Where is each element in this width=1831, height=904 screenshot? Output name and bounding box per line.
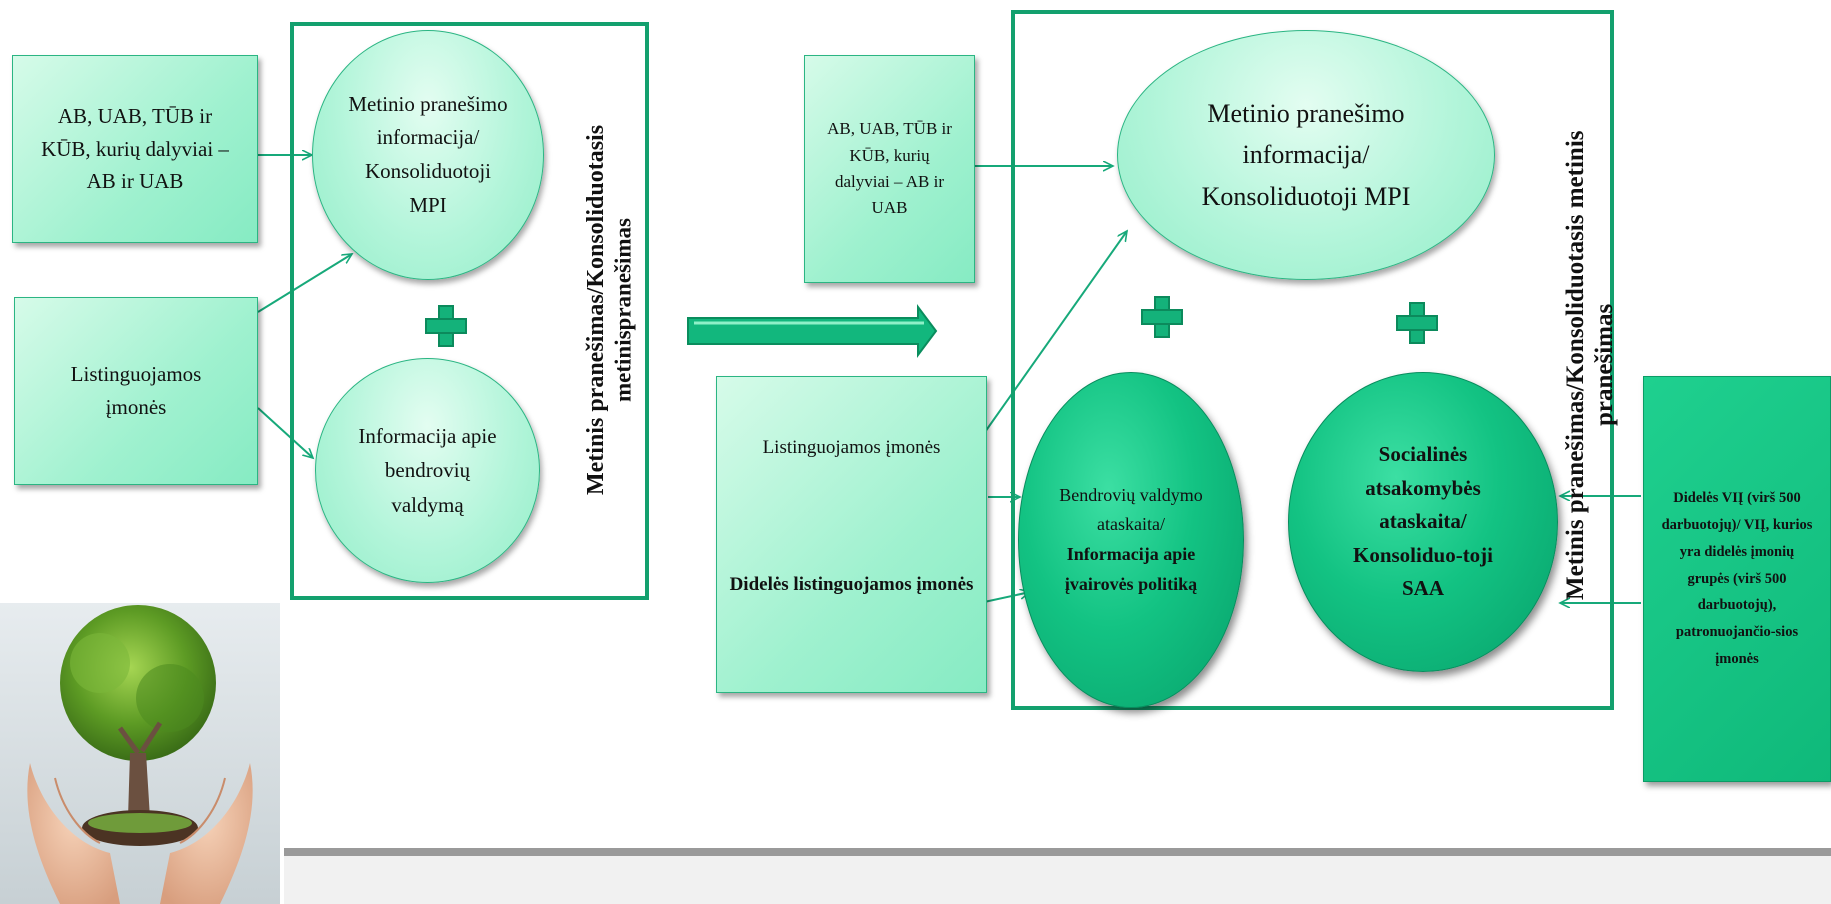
right-oval-mpi: Metinio pranešimo informacija/ Konsolidu… — [1117, 30, 1495, 280]
plus-icon — [425, 305, 467, 347]
plus-icon — [1141, 296, 1183, 338]
right-frame-label: Metinis pranešimas/Konsoliduotasis metin… — [1562, 130, 1618, 600]
right-listed-label: Listinguojamos įmonės — [762, 437, 941, 458]
right-box-large-pie: Didelės VIĮ (virš 500 darbuotojų)/ VIĮ, … — [1643, 376, 1831, 782]
right-box-ab-uab: AB, UAB, TŪB ir KŪB, kurių dalyviai – AB… — [804, 55, 975, 283]
left-oval-mpi: Metinio pranešimo informacija/ Konsolidu… — [312, 30, 544, 280]
tree-in-hands-image — [0, 603, 280, 904]
arrow-listed-to-mpi — [257, 254, 352, 313]
right-oval-csr: Socialinės atsakomybės ataskaita/ Konsol… — [1288, 372, 1558, 672]
footer-bar — [284, 848, 1831, 856]
right-oval-governance: Bendrovių valdymo ataskaita/ Informacija… — [1018, 372, 1244, 708]
left-frame-label: Metinis pranešimas/Konsoliduotasis metin… — [583, 124, 636, 496]
plus-icon — [1396, 302, 1438, 344]
right-box-listed: Listinguojamos įmonės Didelės listinguoj… — [716, 376, 987, 693]
big-arrow-icon — [687, 304, 938, 358]
left-oval-governance: Informacija apie bendrovių valdymą — [315, 358, 540, 583]
arrow-listed-to-governance — [257, 407, 313, 458]
left-box-ab-uab: AB, UAB, TŪB ir KŪB, kurių dalyviai – AB… — [12, 55, 258, 243]
right-report-frame — [1011, 10, 1614, 710]
right-large-listed-label: Didelės listinguojamos įmonės — [729, 574, 974, 595]
left-report-frame — [290, 22, 649, 600]
arrow-listed-to-mpi-right — [984, 231, 1127, 433]
left-box-listed-companies: Listinguojamos įmonės — [14, 297, 258, 485]
